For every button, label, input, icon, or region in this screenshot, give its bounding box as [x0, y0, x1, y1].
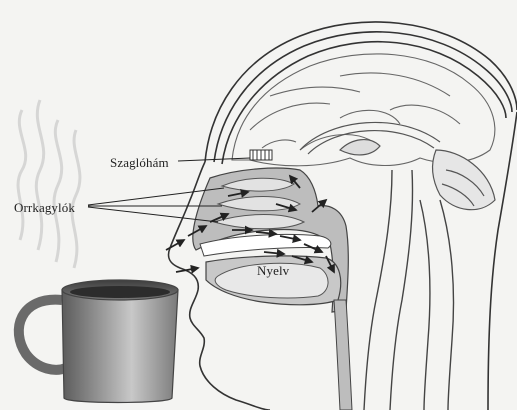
pharynx [334, 300, 352, 410]
turbinates [214, 178, 304, 229]
nasal-turbinates-label: Orrkagylók [14, 200, 75, 216]
midbrain [300, 122, 495, 209]
brainstem [364, 170, 454, 410]
coffee-mug-icon [19, 280, 178, 403]
olfactory-epithelium-label: Szaglóhám [110, 155, 169, 171]
steam [18, 100, 80, 268]
olfactory-epithelium [250, 150, 272, 160]
mug-handle [19, 300, 66, 370]
mug-body [62, 290, 178, 403]
tongue-label: Nyelv [257, 263, 289, 279]
neck-outline [488, 112, 517, 410]
